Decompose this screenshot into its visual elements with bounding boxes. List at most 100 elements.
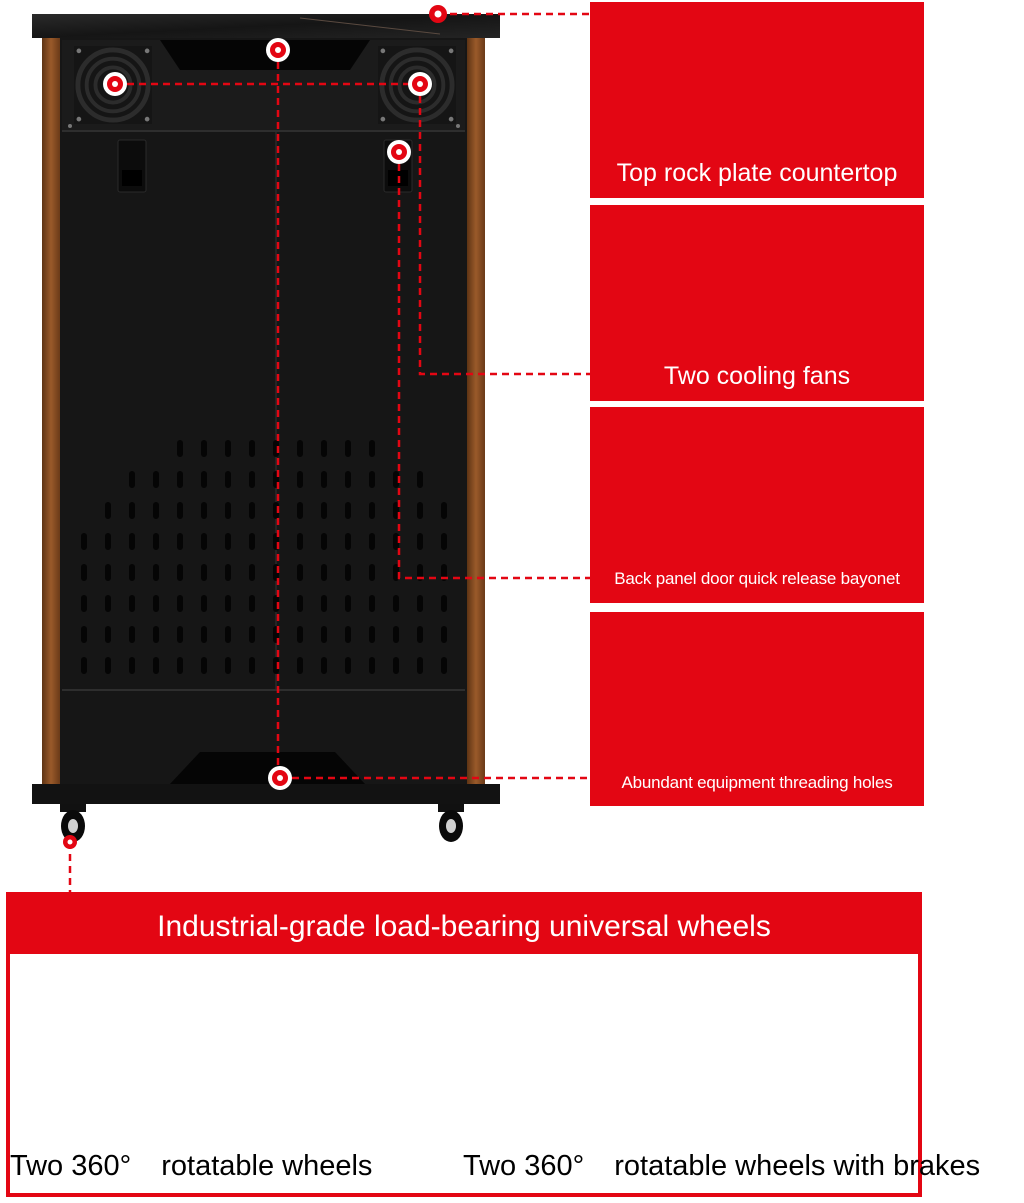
vent-slot bbox=[393, 626, 399, 643]
vent-slot bbox=[345, 533, 351, 550]
vent-slot bbox=[297, 657, 303, 674]
right-wood-trim bbox=[467, 38, 485, 784]
vent-slot bbox=[345, 471, 351, 488]
wheels-title: Industrial-grade load-bearing universal … bbox=[10, 896, 918, 954]
vent-slot bbox=[417, 626, 423, 643]
vent-slot bbox=[105, 502, 111, 519]
callout-cooling-fans: Two cooling fans bbox=[590, 205, 924, 401]
callout-bayonet: Back panel door quick release bayonet bbox=[590, 407, 924, 603]
vent-slot bbox=[369, 626, 375, 643]
vent-slot bbox=[417, 502, 423, 519]
vent-slot bbox=[417, 657, 423, 674]
vent-slot bbox=[297, 626, 303, 643]
vent-slot bbox=[201, 626, 207, 643]
vent-slot bbox=[345, 564, 351, 581]
vent-slot bbox=[153, 502, 159, 519]
hotspot-right-fan-icon bbox=[408, 72, 432, 96]
vent-slot bbox=[321, 595, 327, 612]
vent-slot bbox=[321, 502, 327, 519]
vent-slot bbox=[393, 657, 399, 674]
vent-slot bbox=[129, 595, 135, 612]
vent-slot bbox=[249, 657, 255, 674]
vent-slot bbox=[81, 564, 87, 581]
vent-slot bbox=[393, 533, 399, 550]
vent-slot bbox=[105, 533, 111, 550]
right-caster-icon bbox=[438, 804, 464, 842]
left-wood-trim bbox=[42, 38, 60, 784]
braked-wheels-label: Two 360°rotatable wheels with brakes bbox=[463, 1150, 980, 1183]
vent-slot bbox=[105, 595, 111, 612]
vent-slot bbox=[369, 440, 375, 457]
rotatable-wheels-label: Two 360°rotatable wheels bbox=[10, 1150, 372, 1183]
vent-slot bbox=[201, 657, 207, 674]
vent-slot bbox=[129, 471, 135, 488]
vent-slot bbox=[129, 564, 135, 581]
vent-slot bbox=[441, 626, 447, 643]
left-caster-icon bbox=[60, 804, 86, 842]
vent-slot bbox=[177, 657, 183, 674]
hotspot-holes-icon bbox=[268, 766, 292, 790]
vent-slot bbox=[177, 595, 183, 612]
vent-slot bbox=[249, 626, 255, 643]
vent-slot bbox=[249, 502, 255, 519]
vent-slot bbox=[393, 564, 399, 581]
vent-slot bbox=[249, 564, 255, 581]
vent-slot bbox=[177, 471, 183, 488]
vent-slot bbox=[225, 502, 231, 519]
hotspot-latch-icon bbox=[387, 140, 411, 164]
vent-slot bbox=[369, 595, 375, 612]
vent-slot bbox=[177, 564, 183, 581]
vent-slot bbox=[201, 533, 207, 550]
vent-slot bbox=[225, 564, 231, 581]
vent-slot bbox=[153, 533, 159, 550]
callout-countertop: Top rock plate countertop bbox=[590, 2, 924, 198]
vent-slot bbox=[129, 533, 135, 550]
vent-slot bbox=[225, 440, 231, 457]
vent-slot bbox=[297, 564, 303, 581]
vent-slot bbox=[81, 657, 87, 674]
left-latch-icon bbox=[117, 139, 147, 193]
vent-slot bbox=[393, 595, 399, 612]
vent-slot bbox=[369, 471, 375, 488]
vent-slot bbox=[177, 502, 183, 519]
vent-slot bbox=[129, 502, 135, 519]
braked-wheels-count: Two 360° bbox=[463, 1150, 585, 1182]
vent-slot bbox=[105, 626, 111, 643]
hotspot-countertop-icon bbox=[429, 5, 447, 23]
vent-slot bbox=[321, 564, 327, 581]
vent-slot bbox=[369, 564, 375, 581]
callout-threading-holes: Abundant equipment threading holes bbox=[590, 612, 924, 806]
vent-slot bbox=[321, 471, 327, 488]
countertop-caption: Top rock plate countertop bbox=[616, 159, 898, 187]
vent-slot bbox=[393, 502, 399, 519]
vent-slot bbox=[249, 440, 255, 457]
vent-slot bbox=[369, 502, 375, 519]
vent-slot bbox=[177, 626, 183, 643]
countertop bbox=[32, 14, 500, 38]
vent-slot bbox=[321, 440, 327, 457]
vent-slot bbox=[345, 595, 351, 612]
vent-slot bbox=[105, 564, 111, 581]
vent-slot bbox=[153, 471, 159, 488]
vent-slot bbox=[321, 626, 327, 643]
cooling-fans-caption: Two cooling fans bbox=[663, 362, 851, 390]
vent-slot bbox=[441, 657, 447, 674]
vent-slot bbox=[249, 595, 255, 612]
vent-slot bbox=[345, 626, 351, 643]
vent-slot bbox=[297, 533, 303, 550]
vent-slot bbox=[417, 533, 423, 550]
vent-slot bbox=[321, 657, 327, 674]
vent-slot bbox=[129, 626, 135, 643]
vent-slot bbox=[249, 471, 255, 488]
vent-slot bbox=[369, 657, 375, 674]
vent-slot bbox=[297, 471, 303, 488]
wheels-section: Industrial-grade load-bearing universal … bbox=[6, 892, 922, 1197]
vent-slot bbox=[201, 471, 207, 488]
vent-slot bbox=[153, 564, 159, 581]
vent-slot bbox=[201, 440, 207, 457]
vent-slot bbox=[225, 533, 231, 550]
vent-slot bbox=[273, 657, 279, 674]
vent-slot bbox=[201, 595, 207, 612]
vent-slot bbox=[417, 471, 423, 488]
vent-slot bbox=[153, 657, 159, 674]
